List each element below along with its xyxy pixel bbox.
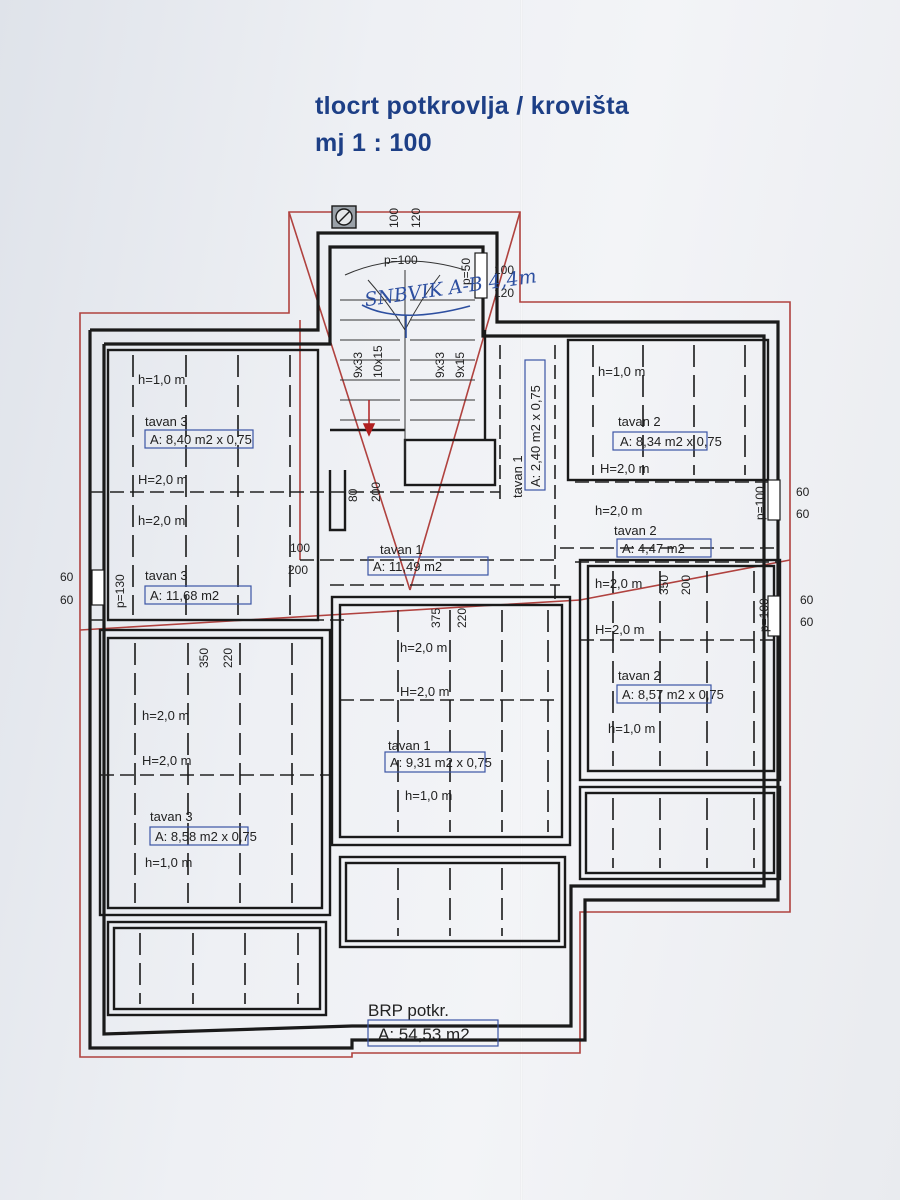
- dim-mid-a: 100: [290, 541, 310, 555]
- windows: [91, 252, 781, 637]
- room2-h-top: h=2,0 m: [138, 513, 185, 528]
- dim-window-rt-a: 100: [494, 263, 514, 277]
- dim-window-rt-b: 120: [494, 286, 514, 300]
- dim-steps-a: 9x33: [351, 352, 365, 378]
- dim-c-220: 220: [455, 608, 469, 628]
- room4-name: tavan 2: [618, 414, 661, 429]
- room-walls: [98, 338, 782, 1017]
- room6-h-top: h=2,0 m: [595, 576, 642, 591]
- room7-name: tavan 1: [380, 542, 423, 557]
- stair-arrow: [362, 400, 376, 437]
- dim-steps-d: 9x15: [453, 352, 467, 378]
- summary-area: A: 54,53 m2: [378, 1025, 470, 1044]
- stair-treads: [340, 260, 475, 460]
- room3-h-mid: H=2,0 m: [142, 753, 192, 768]
- room1-area: A: 8,40 m2 x 0,75: [150, 432, 252, 447]
- handwriting-text: SNBVIK A-B 4,4m: [363, 265, 538, 311]
- handwritten-note: SNBVIK A-B 4,4m: [361, 265, 538, 338]
- dim-chimney-h: 120: [409, 208, 423, 228]
- dim-stair-80: 80: [346, 488, 360, 502]
- dim-r-200: 200: [679, 575, 693, 595]
- dim-l-220: 220: [221, 648, 235, 668]
- room4-area: A: 8,34 m2 x 0,75: [620, 434, 722, 449]
- room6-name: tavan 2: [618, 668, 661, 683]
- dim-right-window1-p: p=100: [753, 486, 767, 520]
- rafters: [132, 345, 755, 1004]
- dim-steps-b: 10x15: [371, 345, 385, 378]
- room6-h-mid: H=2,0 m: [595, 622, 645, 637]
- dim-c-375: 375: [429, 608, 443, 628]
- plan-scale: mj 1 : 100: [315, 129, 432, 157]
- dim-right-window1-a: 60: [796, 485, 810, 499]
- dim-stair-side: p=50: [459, 258, 473, 285]
- label-boxes: [144, 359, 712, 1047]
- room3-area: A: 8,58 m2 x 0,75: [155, 829, 257, 844]
- paper-fold: [520, 0, 523, 1200]
- dim-right-window2-a: 60: [800, 593, 814, 607]
- dim-steps-c: 9x33: [433, 352, 447, 378]
- room6-h-bottom: h=1,0 m: [608, 721, 655, 736]
- room8-area: A: 2,40 m2 x 0,75: [528, 385, 543, 487]
- dim-stair-200: 200: [369, 482, 383, 502]
- dim-left-window-p: p=130: [113, 574, 127, 608]
- room2-name: tavan 3: [145, 568, 188, 583]
- room3-name: tavan 3: [150, 809, 193, 824]
- room9-h-mid: H=2,0 m: [400, 684, 450, 699]
- dim-l-350: 350: [197, 648, 211, 668]
- dim-right-window1-b: 60: [796, 507, 810, 521]
- dim-r-350: 350: [657, 575, 671, 595]
- dim-stair-opening: p=100: [384, 253, 418, 267]
- room9-h-top: h=2,0 m: [400, 640, 447, 655]
- room6-area: A: 8,57 m2 x 0,75: [622, 687, 724, 702]
- room3-h-top: h=2,0 m: [142, 708, 189, 723]
- roof-outline: [79, 211, 791, 1058]
- summary-label: BRP potkr.: [368, 1001, 449, 1020]
- dim-left-window-a: 60: [60, 570, 74, 584]
- room4-h-top: h=1,0 m: [598, 364, 645, 379]
- dim-left-window-b: 60: [60, 593, 74, 607]
- chimney: [331, 205, 357, 229]
- plan-title: tlocrt potkrovlja / krovišta: [315, 92, 630, 120]
- stair-walls: [328, 330, 497, 532]
- room1-name: tavan 3: [145, 414, 188, 429]
- dim-right-window2-p: p=100: [757, 598, 771, 632]
- room7-area: A: 11,49 m2: [373, 559, 442, 574]
- dim-right-window2-b: 60: [800, 615, 814, 629]
- room1-h-bottom: H=2,0 m: [138, 472, 188, 487]
- dim-mid-b: 200: [288, 563, 308, 577]
- room9-area: A: 9,31 m2 x 0,75: [390, 755, 492, 770]
- room9-name: tavan 1: [388, 738, 431, 753]
- exterior-walls: [88, 231, 780, 1050]
- room3-h-bottom: h=1,0 m: [145, 855, 192, 870]
- dim-chimney-w: 100: [387, 208, 401, 228]
- room9-h-bottom: h=1,0 m: [405, 788, 452, 803]
- room1-h-top: h=1,0 m: [138, 372, 185, 387]
- room8-name: tavan 1: [510, 455, 525, 498]
- room5-name: tavan 2: [614, 523, 657, 538]
- room4-h-bottom: H=2,0 m: [600, 461, 650, 476]
- room5-h-top: h=2,0 m: [595, 503, 642, 518]
- room2-area: A: 11,68 m2: [150, 588, 219, 603]
- room5-area: A: 4,47 m2: [622, 541, 685, 556]
